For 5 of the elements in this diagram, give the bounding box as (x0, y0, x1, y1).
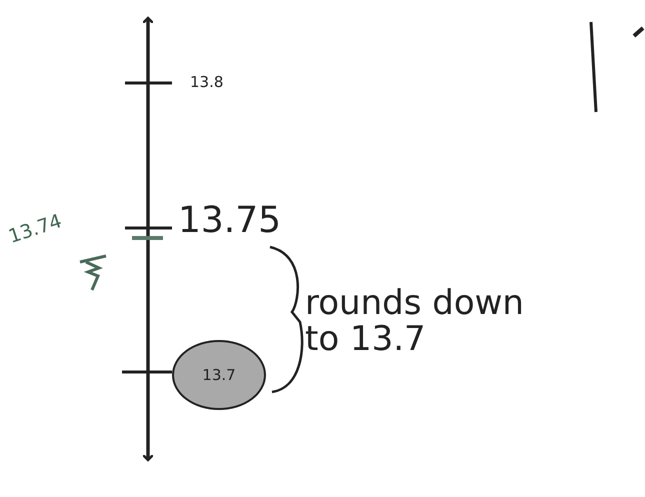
point-ellipse: 13.7 (172, 340, 266, 410)
annotation-text: rounds down to 13.7 (305, 286, 525, 358)
tick-label: 13.8 (190, 73, 224, 91)
tick-label: 13.74 (6, 210, 64, 248)
tick-label: 13.75 (178, 200, 282, 241)
